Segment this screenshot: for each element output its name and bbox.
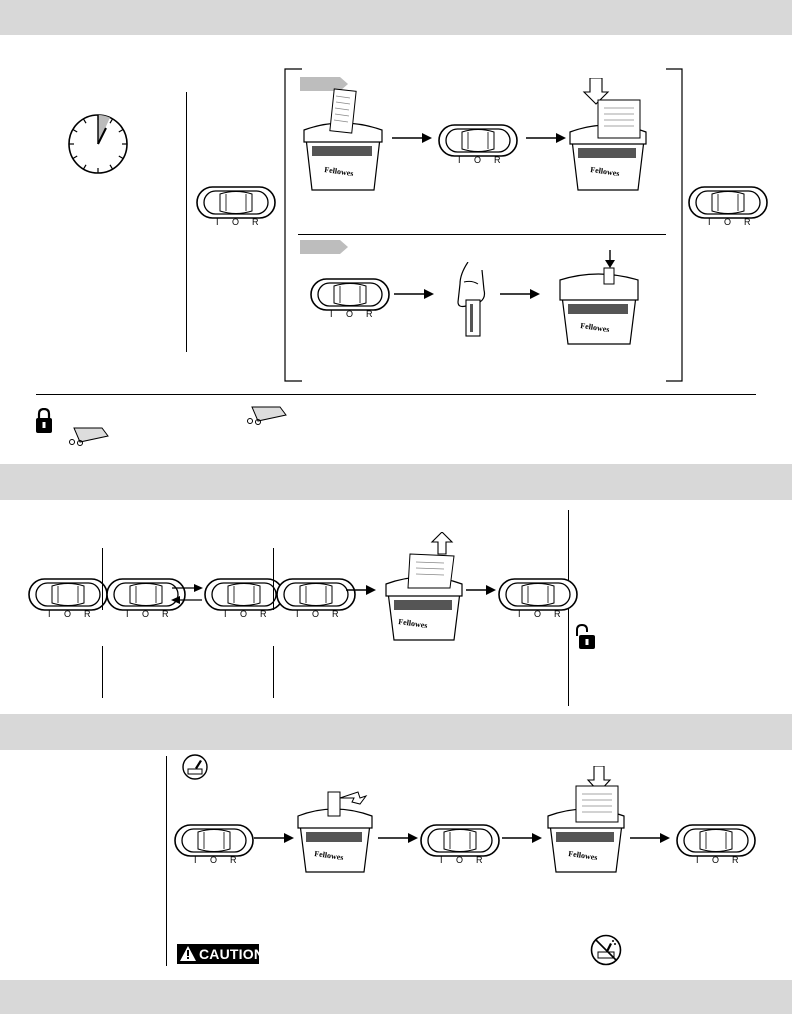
divider (273, 646, 274, 698)
switch-label-off: O (210, 855, 218, 865)
shredder-icon: Fellowes (547, 766, 625, 873)
card-icon (247, 406, 287, 425)
switch-label-reverse: R (230, 855, 237, 865)
switch-label-on: I (458, 155, 461, 165)
section-band-2 (0, 464, 792, 500)
arrow-right (630, 833, 670, 843)
shredder-icon: Fellowes (303, 88, 383, 191)
switch-label-on: I (440, 855, 443, 865)
shredder-icon: Fellowes (569, 78, 647, 191)
switch-label-reverse: R (366, 309, 373, 319)
switch-label-on: I (216, 217, 219, 227)
shredder-icon: Fellowes (559, 250, 639, 345)
bracket-frame (284, 68, 683, 382)
switch-label-off: O (142, 609, 150, 619)
lock-open-icon (576, 624, 595, 649)
shredder-icon: Fellowes (385, 532, 463, 641)
switch-label-off: O (346, 309, 354, 319)
divider (102, 548, 103, 610)
caution-text: CAUTION (199, 946, 265, 962)
section-band-3 (0, 714, 792, 750)
section-band-4 (0, 980, 792, 1014)
switch-label-on: I (48, 609, 51, 619)
warning-icon (180, 946, 196, 961)
switch-label-off: O (534, 609, 542, 619)
svg-text:Fellowes: Fellowes (324, 165, 354, 178)
arrow-right (392, 133, 432, 143)
arrow-double (171, 584, 203, 604)
arrow-right (502, 833, 542, 843)
svg-text:Fellowes: Fellowes (590, 165, 620, 178)
lock-closed-icon (36, 408, 52, 433)
arrow-right (466, 585, 496, 595)
switch-label-on: I (708, 217, 711, 227)
switch-label-reverse: R (732, 855, 739, 865)
switch-label-reverse: R (252, 217, 259, 227)
divider (186, 92, 187, 352)
clock-icon (68, 114, 128, 174)
divider (102, 646, 103, 698)
svg-text:Fellowes: Fellowes (580, 321, 610, 334)
switch-label-off: O (724, 217, 732, 227)
card-icon (69, 427, 109, 446)
switch-label-reverse: R (162, 609, 169, 619)
section-divider (36, 394, 756, 395)
section-band-1 (0, 0, 792, 35)
switch-label-off: O (232, 217, 240, 227)
switch-label-off: O (712, 855, 720, 865)
switch-label-on: I (330, 309, 333, 319)
arrow-right (346, 585, 376, 595)
credit-card-icon (457, 262, 486, 337)
switch-label-reverse: R (260, 609, 267, 619)
arrow-right (254, 833, 294, 843)
switch-label-off: O (312, 609, 320, 619)
switch-label-on: I (296, 609, 299, 619)
divider (273, 548, 274, 610)
arrow-right (526, 133, 566, 143)
switch-label-on: I (126, 609, 129, 619)
switch-label-on: I (518, 609, 521, 619)
switch-label-off: O (240, 609, 248, 619)
switch-label-reverse: R (494, 155, 501, 165)
switch-label-reverse: R (84, 609, 91, 619)
arrow-right (394, 289, 434, 299)
switch-label-reverse: R (476, 855, 483, 865)
svg-text:Fellowes: Fellowes (314, 849, 344, 862)
switch-label-on: I (194, 855, 197, 865)
caution-label: CAUTION (177, 944, 264, 964)
switch-label-off: O (456, 855, 464, 865)
switch-label-reverse: R (554, 609, 561, 619)
step-tag-2 (300, 240, 348, 254)
divider (166, 756, 167, 966)
arrow-right (500, 289, 540, 299)
svg-text:Fellowes: Fellowes (398, 617, 428, 630)
svg-text:Fellowes: Fellowes (568, 849, 598, 862)
switch-label-on: I (696, 855, 699, 865)
switch-label-reverse: R (332, 609, 339, 619)
arrow-right (378, 833, 418, 843)
no-aerosol-icon (590, 934, 622, 966)
step-tag-1 (300, 77, 348, 91)
switch-label-reverse: R (744, 217, 751, 227)
oil-icon (182, 754, 208, 780)
switch-label-on: I (224, 609, 227, 619)
shredder-icon: Fellowes (297, 791, 373, 873)
switch-label-off: O (474, 155, 482, 165)
step-divider (298, 234, 666, 235)
switch-label-off: O (64, 609, 72, 619)
